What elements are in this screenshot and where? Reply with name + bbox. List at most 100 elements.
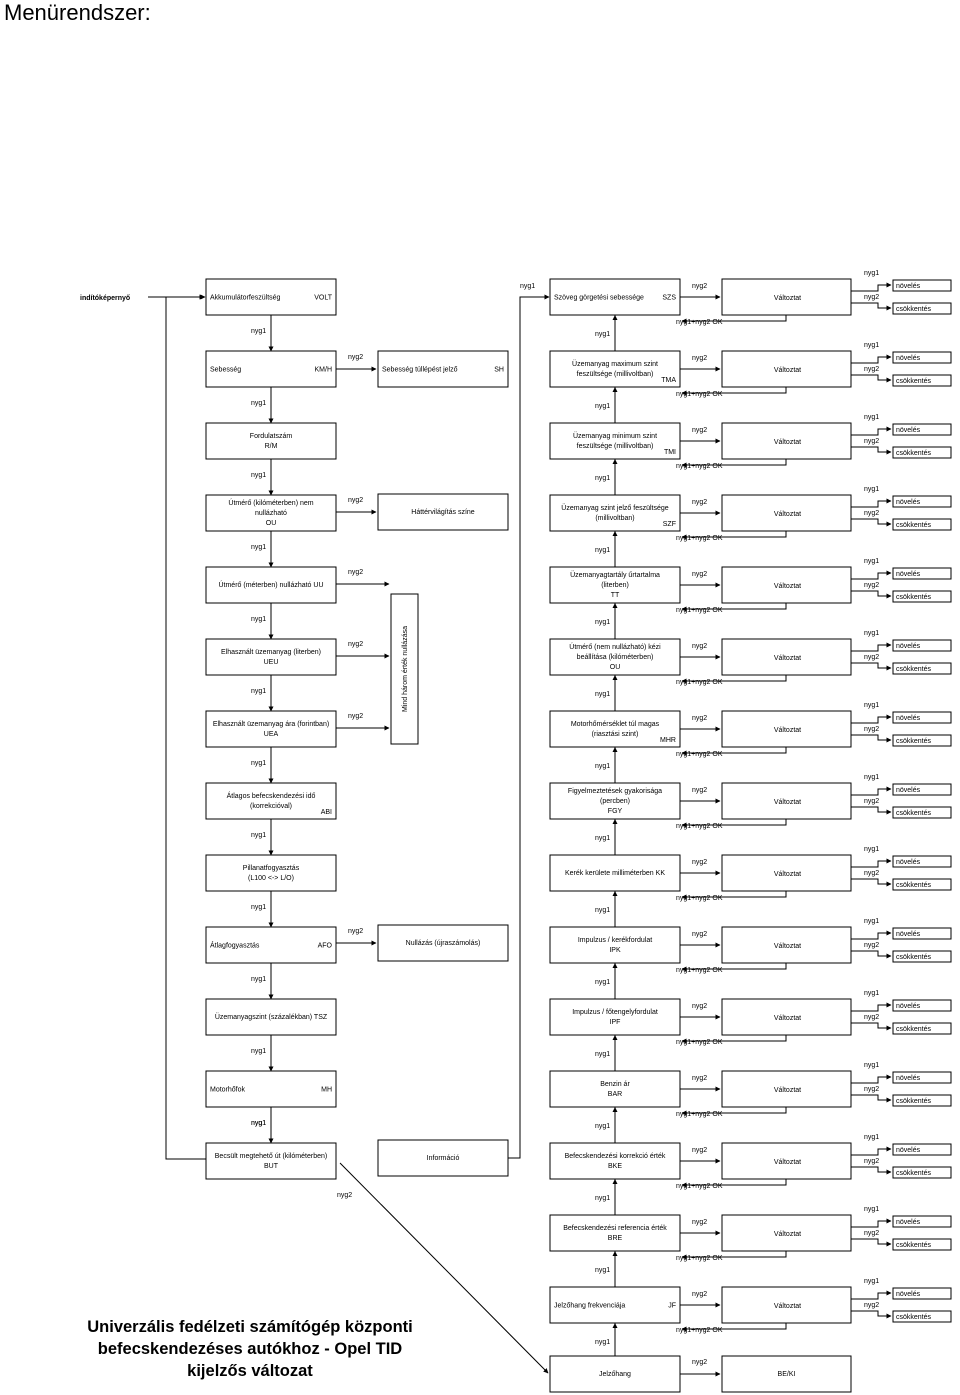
increase-label: növelés	[896, 1075, 921, 1082]
edge-label: nyg1	[864, 558, 879, 565]
box-label: Elhasznált üzemanyag ára (forintban)	[213, 721, 329, 728]
edge-label: nyg1	[251, 400, 266, 407]
box-label: (riasztási szint)	[592, 731, 639, 738]
edge-label: nyg1	[251, 688, 266, 695]
increase-label: növelés	[896, 715, 921, 722]
box-label: Útmérő (kilóméterben) nem	[228, 498, 313, 507]
increase-label: növelés	[896, 931, 921, 938]
left-menu-box	[205, 710, 337, 748]
decrease-label: csökkentés	[896, 378, 932, 385]
box-label: TT	[611, 592, 620, 599]
increase-label: növelés	[896, 1003, 921, 1010]
edge-label: nyg1	[595, 1267, 610, 1274]
footer-line: befecskendezéses autókhoz - Opel TID	[97, 1340, 403, 1358]
increase-box	[892, 855, 952, 868]
decrease-label: csökkentés	[896, 738, 932, 745]
edge-label: nyg2	[692, 1003, 707, 1010]
decrease-label: csökkentés	[896, 810, 932, 817]
edge-label: nyg1	[595, 763, 610, 770]
change-box	[721, 998, 852, 1036]
change-label: Változtat	[774, 439, 801, 446]
change-label: Változtat	[774, 583, 801, 590]
connector-line	[851, 446, 892, 455]
edge-label: nyg1	[864, 630, 879, 637]
box-label: feszültsége (millivoltban)	[577, 371, 654, 378]
change-label: Változtat	[774, 799, 801, 806]
connector-line	[681, 603, 787, 612]
change-label: Változtat	[774, 871, 801, 878]
edge-label: nyg2	[864, 1302, 879, 1309]
edge-label: nyg2	[348, 354, 363, 361]
box-label: Háttérvilágítás színe	[411, 509, 475, 516]
settings-box	[549, 710, 681, 748]
edge-label: nyg2	[692, 1075, 707, 1082]
box-label: feszültsége (millivoltban)	[577, 443, 654, 450]
edge-label: nyg1+nyg2 OK	[676, 895, 723, 902]
settings-box	[549, 1286, 681, 1324]
left-menu-box	[205, 638, 337, 676]
edge-label: nyg1	[595, 1339, 610, 1346]
box-label: IPF	[610, 1019, 621, 1026]
change-box	[721, 494, 852, 532]
connector-line	[851, 570, 892, 580]
increase-label: növelés	[896, 283, 921, 290]
connector-line	[851, 858, 892, 868]
box-label: Információ	[427, 1155, 460, 1162]
connector-line	[681, 1251, 787, 1260]
decrease-label: csökkentés	[896, 306, 932, 313]
increase-label: növelés	[896, 643, 921, 650]
box-label: (millivoltban)	[595, 515, 634, 522]
settings-box	[549, 566, 681, 604]
settings-box	[549, 638, 681, 676]
increase-box	[892, 1215, 952, 1228]
box-label: Figyelmeztetések gyakorisága	[568, 788, 662, 795]
box-label: Kerék kerülete milliméterben KK	[565, 870, 665, 877]
decrease-box	[892, 878, 952, 891]
edge-label: nyg1	[251, 328, 266, 335]
box-label: Sebesség	[210, 367, 241, 374]
connector-line	[851, 1022, 892, 1031]
box-code: TMA	[661, 377, 676, 384]
info-box	[377, 1139, 509, 1177]
settings-box	[549, 926, 681, 964]
edge-label: nyg2	[864, 654, 879, 661]
increase-box	[892, 1287, 952, 1300]
box-label: Üzemanyagszint (százalékban) TSZ	[215, 1013, 328, 1021]
edge-label: nyg1+nyg2 OK	[676, 463, 723, 470]
connector-line	[851, 1310, 892, 1319]
increase-box	[892, 1071, 952, 1084]
edge-label: nyg2	[348, 928, 363, 935]
edge-label: nyg1	[251, 760, 266, 767]
box-label: Üzemanyag minimum szint	[573, 432, 657, 440]
connector-line	[851, 302, 892, 311]
box-label: Útmérő (nem nullázható) kézi	[569, 642, 661, 651]
box-code: SZS	[662, 295, 676, 302]
decrease-label: csökkentés	[896, 1242, 932, 1249]
connector-line	[681, 387, 787, 396]
edge-label: nyg1	[251, 1120, 266, 1127]
edge-label: nyg1	[595, 691, 610, 698]
left-menu-box	[205, 422, 337, 460]
increase-label: növelés	[896, 859, 921, 866]
change-box	[721, 1286, 852, 1324]
start-label: indítóképernyő	[80, 295, 130, 302]
box-label: beállítása (kilóméterben)	[577, 654, 654, 661]
edge-label: nyg2	[864, 798, 879, 805]
connector-line	[851, 518, 892, 527]
box-label: Üzemanyag szint jelző feszültsége	[561, 504, 668, 512]
connector-line	[339, 1162, 549, 1374]
edge-label: nyg2	[692, 355, 707, 362]
edge-label: nyg2	[692, 715, 707, 722]
change-box	[721, 1142, 852, 1180]
edge-label: nyg2	[864, 294, 879, 301]
footer-line: Univerzális fedélzeti számítógép központ…	[87, 1318, 413, 1336]
edge-label: nyg1+nyg2 OK	[676, 319, 723, 326]
edge-label: nyg1+nyg2 OK	[676, 1111, 723, 1118]
edge-label: nyg1+nyg2 OK	[676, 751, 723, 758]
connector-line	[681, 675, 787, 684]
box-label: R/M	[265, 443, 278, 450]
edge-label: nyg1+nyg2 OK	[676, 1255, 723, 1262]
edge-label: nyg2	[692, 571, 707, 578]
edge-label: nyg1	[595, 979, 610, 986]
decrease-label: csökkentés	[896, 882, 932, 889]
